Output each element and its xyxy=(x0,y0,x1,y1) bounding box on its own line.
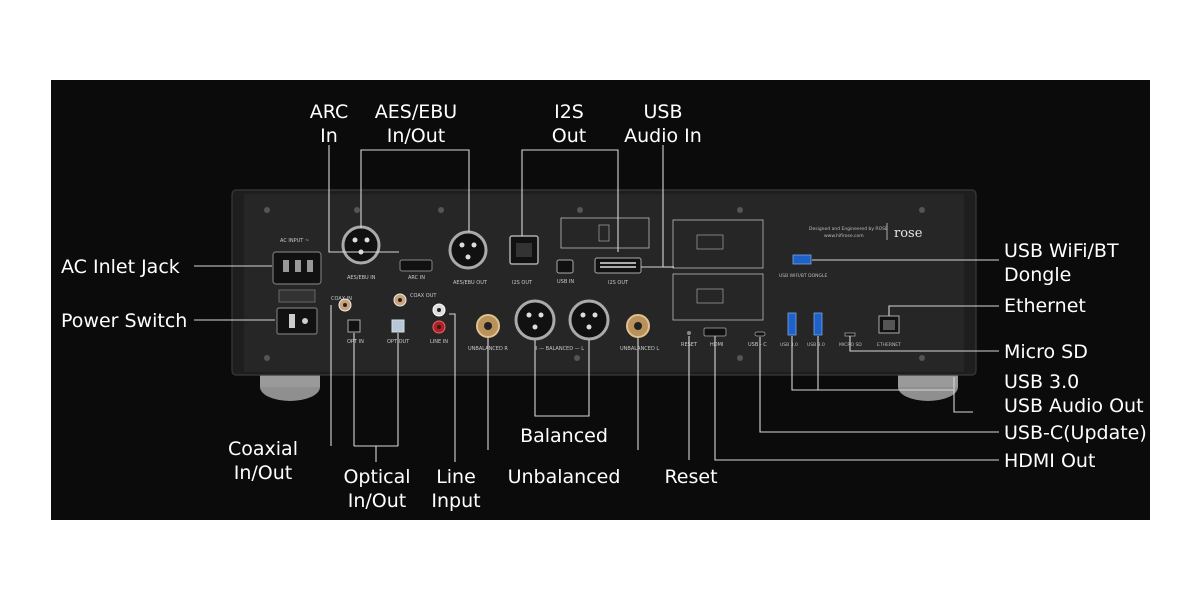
balanced-callout: Balanced xyxy=(520,425,608,447)
unbalanced-l-label: UNBALANCED L xyxy=(620,346,659,352)
micro-sd-slot[interactable] xyxy=(844,332,856,337)
unbalanced-callout: Unbalanced xyxy=(508,466,621,488)
coax-in-label: COAX IN xyxy=(331,296,352,302)
arc-in-label: ARC IN xyxy=(408,275,425,281)
micro-sd-callout: Micro SD xyxy=(1004,341,1088,363)
aes-ebu-out-connector[interactable] xyxy=(448,230,488,270)
usb-c-callout: USB-C(Update) xyxy=(1004,422,1147,444)
leader-lines xyxy=(194,145,999,462)
i2s-out-dvi-port[interactable] xyxy=(594,257,642,274)
usb-in-label: USB IN xyxy=(557,279,574,285)
hdmi-out-callout: HDMI Out xyxy=(1004,450,1095,472)
micro-sd-label: MICRO SD xyxy=(839,342,862,348)
left-foot-body xyxy=(260,373,320,387)
balanced-panel-label: R — BALANCED — L xyxy=(534,346,584,352)
hdmi-out-port[interactable] xyxy=(703,327,727,337)
fuse-holder xyxy=(278,289,316,303)
usb-c-port[interactable] xyxy=(754,331,766,337)
i2s-pinout-box xyxy=(560,217,650,249)
usb-in-port[interactable] xyxy=(556,259,574,274)
device-back-panel xyxy=(244,194,964,372)
opt-in-label: OPT IN xyxy=(347,339,364,345)
opt-out-label: OPT OUT xyxy=(387,339,410,345)
reset-callout: Reset xyxy=(664,466,717,488)
ac-inlet-callout: AC Inlet Jack xyxy=(61,256,180,278)
brand-logo: rose xyxy=(894,226,923,241)
ac-input-label: AC INPUT ~ xyxy=(280,238,309,244)
diagram-stage: AC INPUT ~ AES/EBU IN ARC IN AES/EBU OUT… xyxy=(51,80,1150,520)
power-switch-callout: Power Switch xyxy=(61,310,187,332)
aes-ebu-out-label: AES/EBU OUT xyxy=(453,280,488,286)
aes-ebu-in-label: AES/EBU IN xyxy=(347,275,376,281)
optical-in-port[interactable] xyxy=(347,319,361,333)
balanced-l-xlr[interactable] xyxy=(568,299,610,341)
usb3-port-a[interactable] xyxy=(787,312,797,336)
usb-wifi-dongle-port[interactable] xyxy=(792,254,812,265)
power-switch[interactable] xyxy=(276,307,318,335)
reset-button[interactable] xyxy=(687,331,691,335)
usb-c-label: USB - C xyxy=(748,342,767,348)
rear-panel-diagram: AC INPUT ~ AES/EBU IN ARC IN AES/EBU OUT… xyxy=(61,101,1147,512)
usb30-a-label: USB 3.0 xyxy=(780,342,798,348)
pinout-table-b xyxy=(672,273,764,321)
right-foot-body xyxy=(898,373,958,387)
i2s-out-dvi-label: I2S OUT xyxy=(608,280,629,286)
pinout-table-a xyxy=(672,219,764,269)
usb-wifi-dongle-label: USB WIFI/BT DONGLE xyxy=(779,273,828,279)
ethernet-callout: Ethernet xyxy=(1004,295,1086,317)
optical-out-port[interactable] xyxy=(391,319,405,333)
arc-in-port[interactable] xyxy=(399,259,433,272)
ethernet-label: ETHERNET xyxy=(877,342,901,348)
i2s-out-label: I2S OUT xyxy=(512,280,533,286)
line-in-label: LINE IN xyxy=(430,339,448,345)
coax-out-label: COAX OUT xyxy=(410,293,437,299)
usb3-port-b[interactable] xyxy=(813,312,823,336)
balanced-r-xlr[interactable] xyxy=(514,299,556,341)
hdmi-label: HDMI xyxy=(710,342,723,348)
usb30-b-label: USB 3.0 xyxy=(807,342,825,348)
website-text: www.hifirose.com xyxy=(824,233,864,239)
designed-by-text: Designed and Engineered by ROSE xyxy=(809,226,888,232)
panel-screws xyxy=(264,207,925,361)
aes-ebu-in-connector[interactable] xyxy=(341,225,381,265)
